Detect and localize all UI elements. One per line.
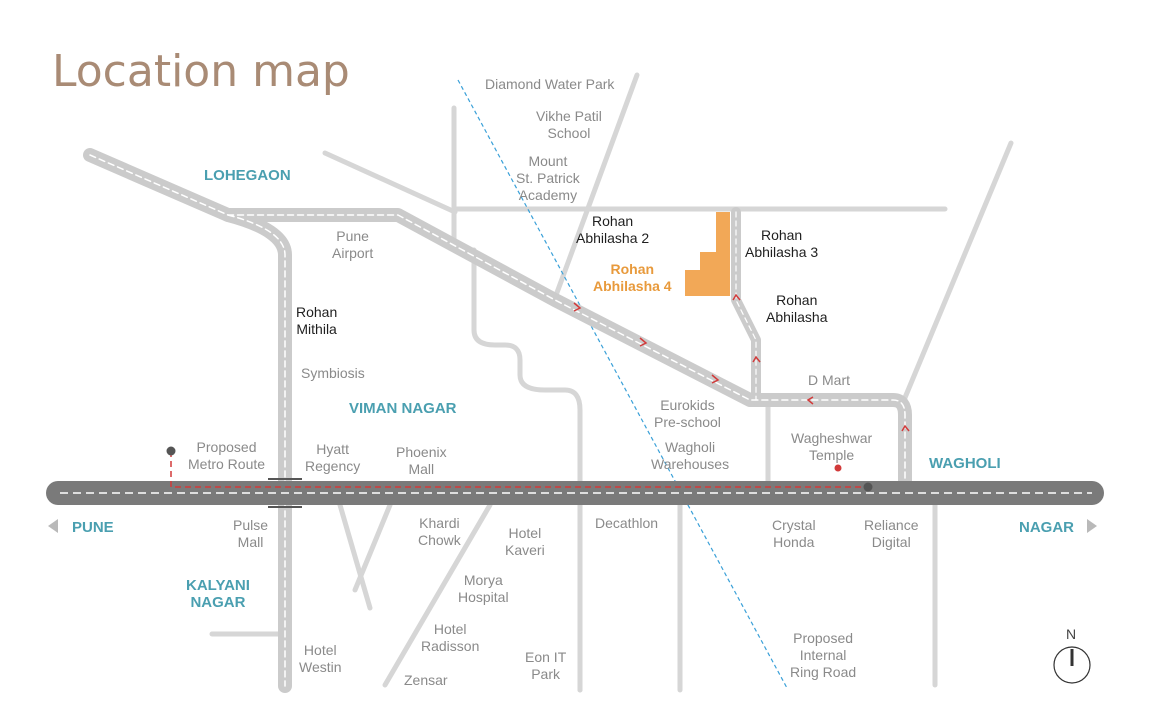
landmark-pune-airport: Pune Airport — [332, 228, 374, 261]
landmark-d-mart: D Mart — [808, 372, 850, 388]
landmark-proposed-metro-route: Proposed Metro Route — [188, 439, 266, 472]
pune-direction-arrow — [48, 519, 58, 533]
route-arrows — [573, 293, 910, 432]
rohan-abhilasha-4-plot — [685, 212, 730, 296]
road-airport-vertical-dash — [227, 214, 286, 687]
area-wagholi: WAGHOLI — [929, 455, 1001, 472]
landmark-pulse-mall: Pulse Mall — [233, 517, 269, 550]
arrow-5 — [901, 424, 910, 432]
landmark-vikhe-patil-school: Vikhe Patil School — [536, 108, 602, 141]
landmark-proposed-ring-road: Proposed Internal Ring Road — [790, 630, 857, 680]
road-east-diagonal — [901, 140, 1014, 403]
road-lohegaon-main-dash — [89, 154, 906, 488]
road-diamond-water-park — [552, 72, 640, 301]
landmark-hotel-westin: Hotel Westin — [299, 642, 342, 675]
arrow-4 — [806, 396, 814, 405]
landmark-symbiosis: Symbiosis — [301, 365, 365, 381]
landmark-crystal-honda: Crystal Honda — [772, 517, 816, 550]
compass-circle — [1053, 646, 1091, 684]
road-khardi-1 — [337, 502, 373, 611]
arrow-2 — [639, 337, 648, 347]
proposed-ring-road-line — [457, 79, 788, 689]
road-winding-airport — [471, 247, 583, 693]
project-rohan-abhilasha: Rohan Abhilasha — [766, 292, 828, 325]
road-radisson — [382, 502, 493, 688]
landmark-hotel-radisson: Hotel Radisson — [421, 621, 480, 654]
area-lohegaon: LOHEGAON — [204, 167, 291, 184]
project-rohan-abhilasha-2: Rohan Abhilasha 2 — [576, 213, 650, 246]
arrow-6 — [752, 355, 761, 363]
area-viman-nagar: VIMAN NAGAR — [349, 400, 457, 417]
compass-north-label: N — [1066, 626, 1077, 642]
arrow-1 — [573, 302, 582, 312]
landmark-decathlon: Decathlon — [595, 515, 659, 531]
project-rohan-abhilasha-4: Rohan Abhilasha 4 — [593, 261, 672, 294]
landmark-mount-st-patrick: Mount St. Patrick Academy — [516, 153, 580, 203]
nagar-direction-arrow — [1087, 519, 1097, 533]
arrow-3 — [711, 374, 720, 384]
road-khardi-2 — [352, 502, 393, 593]
road-lohegaon-diagonal — [322, 150, 458, 215]
landmark-eurokids: Eurokids Pre-school — [654, 397, 721, 430]
project-rohan-mithila: Rohan Mithila — [296, 304, 338, 337]
metro-end-dot — [863, 482, 873, 492]
landmark-hotel-kaveri: Hotel Kaveri — [505, 525, 545, 558]
landmark-hyatt-regency: Hyatt Regency — [305, 441, 361, 474]
landmark-morya-hospital: Morya Hospital — [458, 572, 509, 605]
road-abhilasha-dash — [735, 211, 757, 401]
arrow-7 — [732, 293, 741, 301]
landmark-wagheshwar-temple: Wagheshwar Temple — [791, 430, 873, 463]
metro-start-dot — [166, 446, 176, 456]
area-nagar: NAGAR — [1019, 519, 1074, 536]
landmark-zensar: Zensar — [404, 672, 448, 688]
compass-needle — [1070, 649, 1074, 666]
landmark-wagholi-warehouses: Wagholi Warehouses — [651, 439, 730, 472]
page-title: Location map — [52, 46, 350, 97]
area-kalyani-nagar: KALYANI NAGAR — [186, 577, 250, 611]
secondary-roads — [209, 72, 1014, 693]
landmark-eon-it-park: Eon IT Park — [525, 649, 567, 682]
landmark-diamond-water-park: Diamond Water Park — [485, 76, 615, 92]
project-rohan-abhilasha-3: Rohan Abhilasha 3 — [745, 227, 819, 260]
proposed-metro-route-line — [170, 451, 868, 488]
landmark-reliance-digital: Reliance Digital — [864, 517, 919, 550]
highlighted-roads — [83, 148, 912, 693]
landmark-khardi-chowk: Khardi Chowk — [418, 515, 461, 548]
area-pune: PUNE — [72, 519, 114, 536]
wagheshwar-temple-marker — [834, 464, 842, 472]
landmark-phoenix-mall: Phoenix Mall — [396, 444, 447, 477]
